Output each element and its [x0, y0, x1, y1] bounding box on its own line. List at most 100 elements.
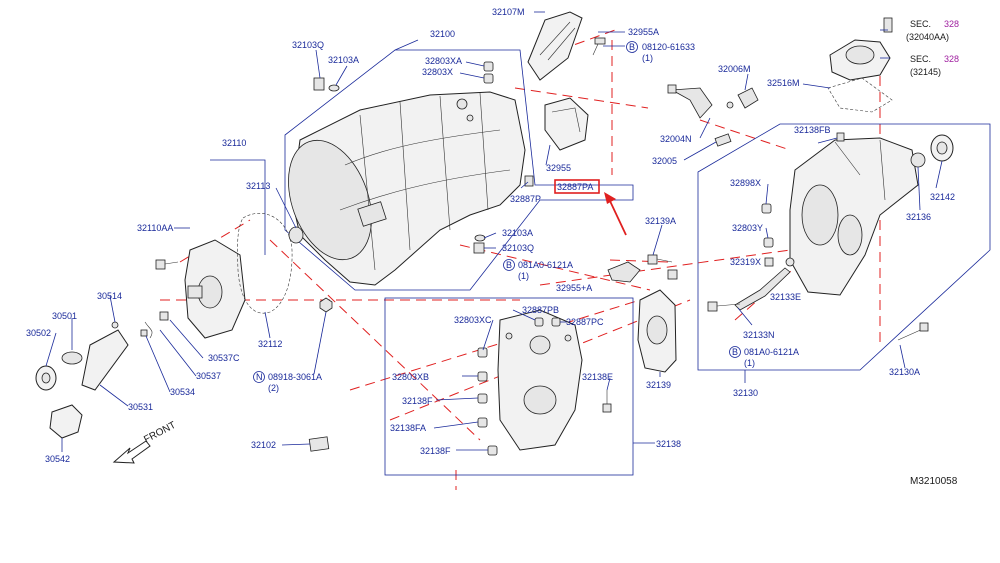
bolt-32955a: [592, 37, 606, 56]
label-32138f-a: 32138F: [402, 396, 433, 406]
pin-32887p: [524, 175, 534, 187]
label-32138f-b: 32138F: [420, 446, 451, 456]
label-32005: 32005: [652, 156, 677, 166]
label-081a0-bot-qty: (1): [744, 358, 755, 368]
label-32803x: 32803X: [422, 67, 453, 77]
withdrawal-lever: [81, 329, 129, 391]
b-marker-letter: B: [629, 42, 635, 52]
label-32516m: 32516M: [767, 78, 800, 88]
n-marker-letter: N: [256, 372, 263, 382]
oil-seal-32113: [288, 226, 304, 244]
adapter-bushes: [477, 317, 561, 456]
label-32319x: 32319X: [730, 257, 761, 267]
extension-small-parts: [761, 132, 845, 267]
diagram-id: M3210058: [910, 476, 958, 487]
label-32103q-mid: 32103Q: [502, 243, 534, 253]
label-32004n: 32004N: [660, 134, 692, 144]
label-30537c: 30537C: [208, 353, 240, 363]
part-drawings: [35, 11, 954, 456]
bolt-32110aa: [155, 259, 179, 270]
switch-32006m: [726, 87, 759, 109]
label-081a0-bot: 081A0-6121A: [744, 347, 799, 357]
b-marker-letter: B: [732, 347, 738, 357]
label-32955a: 32955A: [628, 27, 659, 37]
label-30531: 30531: [128, 402, 153, 412]
dust-boot-30542: [49, 404, 83, 439]
label-30534: 30534: [170, 387, 195, 397]
label-32110aa: 32110AA: [137, 223, 173, 233]
label-32136: 32136: [906, 212, 931, 222]
label-32103q-top: 32103Q: [292, 40, 324, 50]
label-sec-top-num: 328: [944, 19, 959, 29]
adapter-frame-32138: [384, 297, 634, 476]
part-labels: 32107M 32955A 08120-61633 (1) 32100 3210…: [26, 7, 959, 487]
label-32006m: 32006M: [718, 64, 751, 74]
shift-rail-housing: [527, 11, 583, 81]
label-30514: 30514: [97, 291, 122, 301]
label-32100: 32100: [430, 29, 455, 39]
label-32142: 32142: [930, 192, 955, 202]
rear-cover-328: [829, 17, 893, 81]
front-indicator: FRONT: [112, 420, 178, 464]
n-marker-icon: [253, 371, 265, 383]
label-08918-qty: (2): [268, 383, 279, 393]
highlight-box: [554, 179, 600, 194]
bracket-32955-plus-a: [607, 261, 641, 283]
extension-frame-32130: [697, 123, 991, 371]
label-08918: 08918-3061A: [268, 372, 322, 382]
extension-housing: [789, 137, 919, 296]
case-frame-32100: [284, 49, 634, 291]
clutch-small-parts: [111, 311, 169, 339]
label-32955: 32955: [546, 163, 571, 173]
label-sec-mid: SEC.: [910, 54, 931, 64]
gasket-32516m: [827, 77, 893, 113]
label-32887pc: 32887PC: [566, 317, 604, 327]
label-32139a: 32139A: [645, 216, 676, 226]
label-32113: 32113: [246, 181, 270, 191]
transmission-case: [288, 91, 526, 286]
label-32102: 32102: [251, 440, 276, 450]
bolt-32133n: [707, 301, 741, 312]
front-cover-32110: [184, 239, 246, 339]
label-30501: 30501: [52, 311, 77, 321]
label-30502: 30502: [26, 328, 51, 338]
block-32102: [308, 436, 330, 452]
sensor-32138e: [602, 390, 612, 413]
label-30537: 30537: [196, 371, 221, 381]
label-32955a-plus: 32955+A: [556, 283, 592, 293]
label-32803y: 32803Y: [732, 223, 763, 233]
label-32130: 32130: [733, 388, 758, 398]
highlight-annotation: [554, 179, 627, 236]
bush-32803xa: [483, 61, 494, 72]
reference-markers: B B B N: [253, 41, 741, 383]
front-label: FRONT: [142, 420, 178, 446]
bush-32803x: [483, 73, 494, 84]
oil-seal-32142: [930, 134, 954, 162]
label-32138fa: 32138FA: [390, 423, 426, 433]
label-081a0-top: 081A0-6121A: [518, 260, 573, 270]
b-marker-icon: [626, 41, 638, 53]
switch-32005: [714, 133, 732, 147]
plug-32103q-mid: [473, 242, 485, 254]
label-sec-mid-num: 328: [944, 54, 959, 64]
label-sec-top: SEC.: [910, 19, 931, 29]
b-marker-letter: B: [506, 260, 512, 270]
label-32107m: 32107M: [492, 7, 525, 17]
bolt-32130a: [897, 322, 929, 341]
plug-top: [313, 77, 340, 92]
label-32887pa: 32887PA: [557, 182, 593, 192]
bracket-32004n: [667, 84, 713, 119]
label-32133n: 32133N: [743, 330, 775, 340]
label-32138: 32138: [656, 439, 681, 449]
label-32103a-top: 32103A: [328, 55, 359, 65]
label-32803xa: 32803XA: [425, 56, 462, 66]
assembly-frames: [210, 49, 991, 476]
label-32138fb: 32138FB: [794, 125, 831, 135]
leader-lines: [45, 11, 943, 452]
label-sec-top-ref: (32040AA): [906, 32, 949, 42]
adapter-plate-32138: [497, 309, 583, 451]
gasket-32139: [637, 289, 677, 373]
label-32133e: 32133E: [770, 292, 801, 302]
label-32898x: 32898X: [730, 178, 761, 188]
